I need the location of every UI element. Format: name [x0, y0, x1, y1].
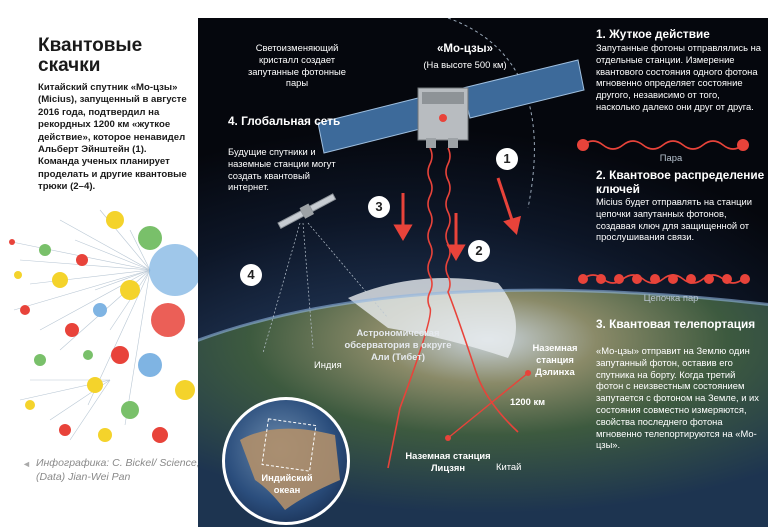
- network-title: 4. Глобальная сеть: [228, 114, 341, 128]
- section3-text: «Мо-цзы» отправит на Землю один запутанн…: [596, 345, 759, 451]
- network-beams: [262, 222, 389, 354]
- intro-text: Китайский спутник «Мо-цзы» (Micius), зап…: [38, 82, 187, 193]
- network-nodes: [9, 211, 201, 443]
- atmosphere-line: [198, 288, 768, 342]
- crystal-label: Светоизменяющий кристалл создает запутан…: [247, 42, 347, 89]
- marker-3: 3: [368, 196, 390, 218]
- delingha-label: Наземная станция Дэлинха: [532, 342, 578, 377]
- station-delingha-dot: [525, 370, 531, 376]
- network-satellite: [277, 193, 337, 229]
- marker-1: 1: [496, 148, 518, 170]
- distance-line: [447, 372, 529, 439]
- credit-mark-icon: ◄: [22, 459, 31, 469]
- marker-4: 4: [240, 264, 262, 286]
- observatory-label: Астрономическая обсерватория в округе Ал…: [344, 327, 452, 362]
- marker-2: 2: [468, 240, 490, 262]
- left-column: Квантовые скачки Китайский спутник «Мо-ц…: [0, 0, 205, 527]
- china-label: Китай: [496, 461, 522, 472]
- section2-text: Micius будет отправлять на станции цепоч…: [596, 196, 752, 243]
- lijiang-label: Наземная станция Лицзян: [405, 450, 491, 473]
- section1-text: Запутанные фотоны отправлялись на отдель…: [596, 42, 761, 112]
- inset-globe: Индийский океан: [222, 397, 350, 525]
- section3-title: 3. Квантовая телепортация: [596, 317, 756, 331]
- pair-diagram: [577, 139, 749, 151]
- inset-map: [240, 418, 340, 510]
- micius-satellite: [317, 59, 585, 154]
- india-label: Индия: [314, 359, 342, 370]
- credit-text: Инфографика: C. Bickel/ Science; (Data) …: [36, 457, 200, 483]
- ocean-label: Индийский океан: [261, 472, 313, 495]
- satellite-name: «Мо-цзы»: [437, 43, 493, 55]
- photon-beams: [387, 147, 519, 469]
- distance-label: 1200 км: [510, 396, 546, 407]
- transfer-arrows: [393, 177, 522, 261]
- station-lijiang-dot: [445, 435, 451, 441]
- section1-title: 1. Жуткое действие: [596, 27, 710, 41]
- satellite-altitude: (На высоте 500 км): [423, 59, 507, 70]
- section2-title: 2. Квантовое распределение ключей: [596, 168, 765, 196]
- network-graph: [9, 209, 201, 443]
- chain-diagram: [578, 274, 750, 284]
- network-text: Будущие спутники и наземные станции могу…: [228, 146, 336, 193]
- section2-caption: Цепочка пар: [643, 292, 699, 303]
- page-title: Квантовые скачки: [38, 35, 143, 76]
- section1-caption: Пара: [659, 152, 683, 163]
